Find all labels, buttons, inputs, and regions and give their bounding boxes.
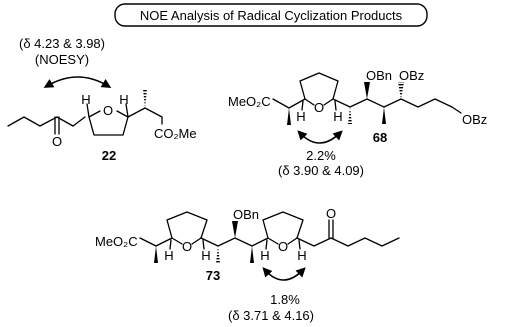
c68-ester: MeO₂C — [228, 94, 271, 109]
c22-h-left: H — [81, 92, 90, 107]
c68-h-left: H — [296, 109, 305, 124]
title-box — [114, 3, 428, 27]
c73-h-3: H — [260, 248, 269, 263]
c73-ring-1 — [166, 211, 208, 239]
c22-shift: (δ 4.23 & 3.98) — [19, 36, 105, 51]
c73-noe-arrow — [262, 267, 306, 281]
c22-noe-arrow — [43, 76, 112, 88]
c22-ester: CO₂Me — [154, 126, 197, 141]
c73-ring-2 — [262, 211, 304, 239]
c68-ring-o: O — [314, 100, 324, 115]
c68-number: 68 — [373, 130, 387, 145]
c22-chain — [7, 116, 74, 127]
c73-noe: 1.8% — [270, 292, 300, 307]
title: NOE Analysis of Radical Cyclization Prod… — [140, 8, 403, 23]
c22-ketone-o: O — [52, 134, 62, 149]
c22-ring — [88, 116, 129, 136]
c68-obz-1: OBz — [399, 68, 424, 83]
c73-ring-o-2: O — [278, 239, 288, 254]
compound-73: MeO₂C O H H OBn O H H O 73 1. — [95, 206, 400, 323]
c73-obn: OBn — [233, 207, 259, 222]
c73-ester: MeO₂C — [95, 234, 138, 249]
compound-22: (δ 4.23 & 3.98) (NOESY) O O H H CO₂Me 22 — [7, 36, 197, 163]
c68-noe: 2.2% — [306, 148, 336, 163]
compound-68: MeO₂C O H H OBn OBz OBz 68 2.2% (δ 3.90 … — [228, 68, 487, 178]
c68-shift: (δ 3.90 & 4.09) — [278, 163, 364, 178]
c73-ring-o-1: O — [182, 239, 192, 254]
c73-h-2: H — [201, 248, 210, 263]
c68-h-right: H — [333, 109, 342, 124]
c73-shift: (δ 3.71 & 4.16) — [228, 308, 314, 323]
c73-linker — [200, 237, 269, 247]
c73-ketone-o: O — [326, 206, 336, 221]
c22-ring-o: O — [103, 103, 113, 118]
c73-h-4: H — [297, 248, 306, 263]
c73-h-1: H — [164, 248, 173, 263]
c73-tail — [296, 237, 400, 247]
c22-method: (NOESY) — [35, 52, 89, 67]
c68-chain — [332, 98, 436, 108]
c68-noe-arrow — [297, 130, 343, 144]
c68-ring — [299, 72, 339, 100]
c68-obz-2: OBz — [462, 112, 487, 127]
c22-number: 22 — [102, 148, 116, 163]
c73-number: 73 — [206, 268, 220, 283]
c68-obn: OBn — [366, 68, 392, 83]
c22-h-right: H — [119, 92, 128, 107]
